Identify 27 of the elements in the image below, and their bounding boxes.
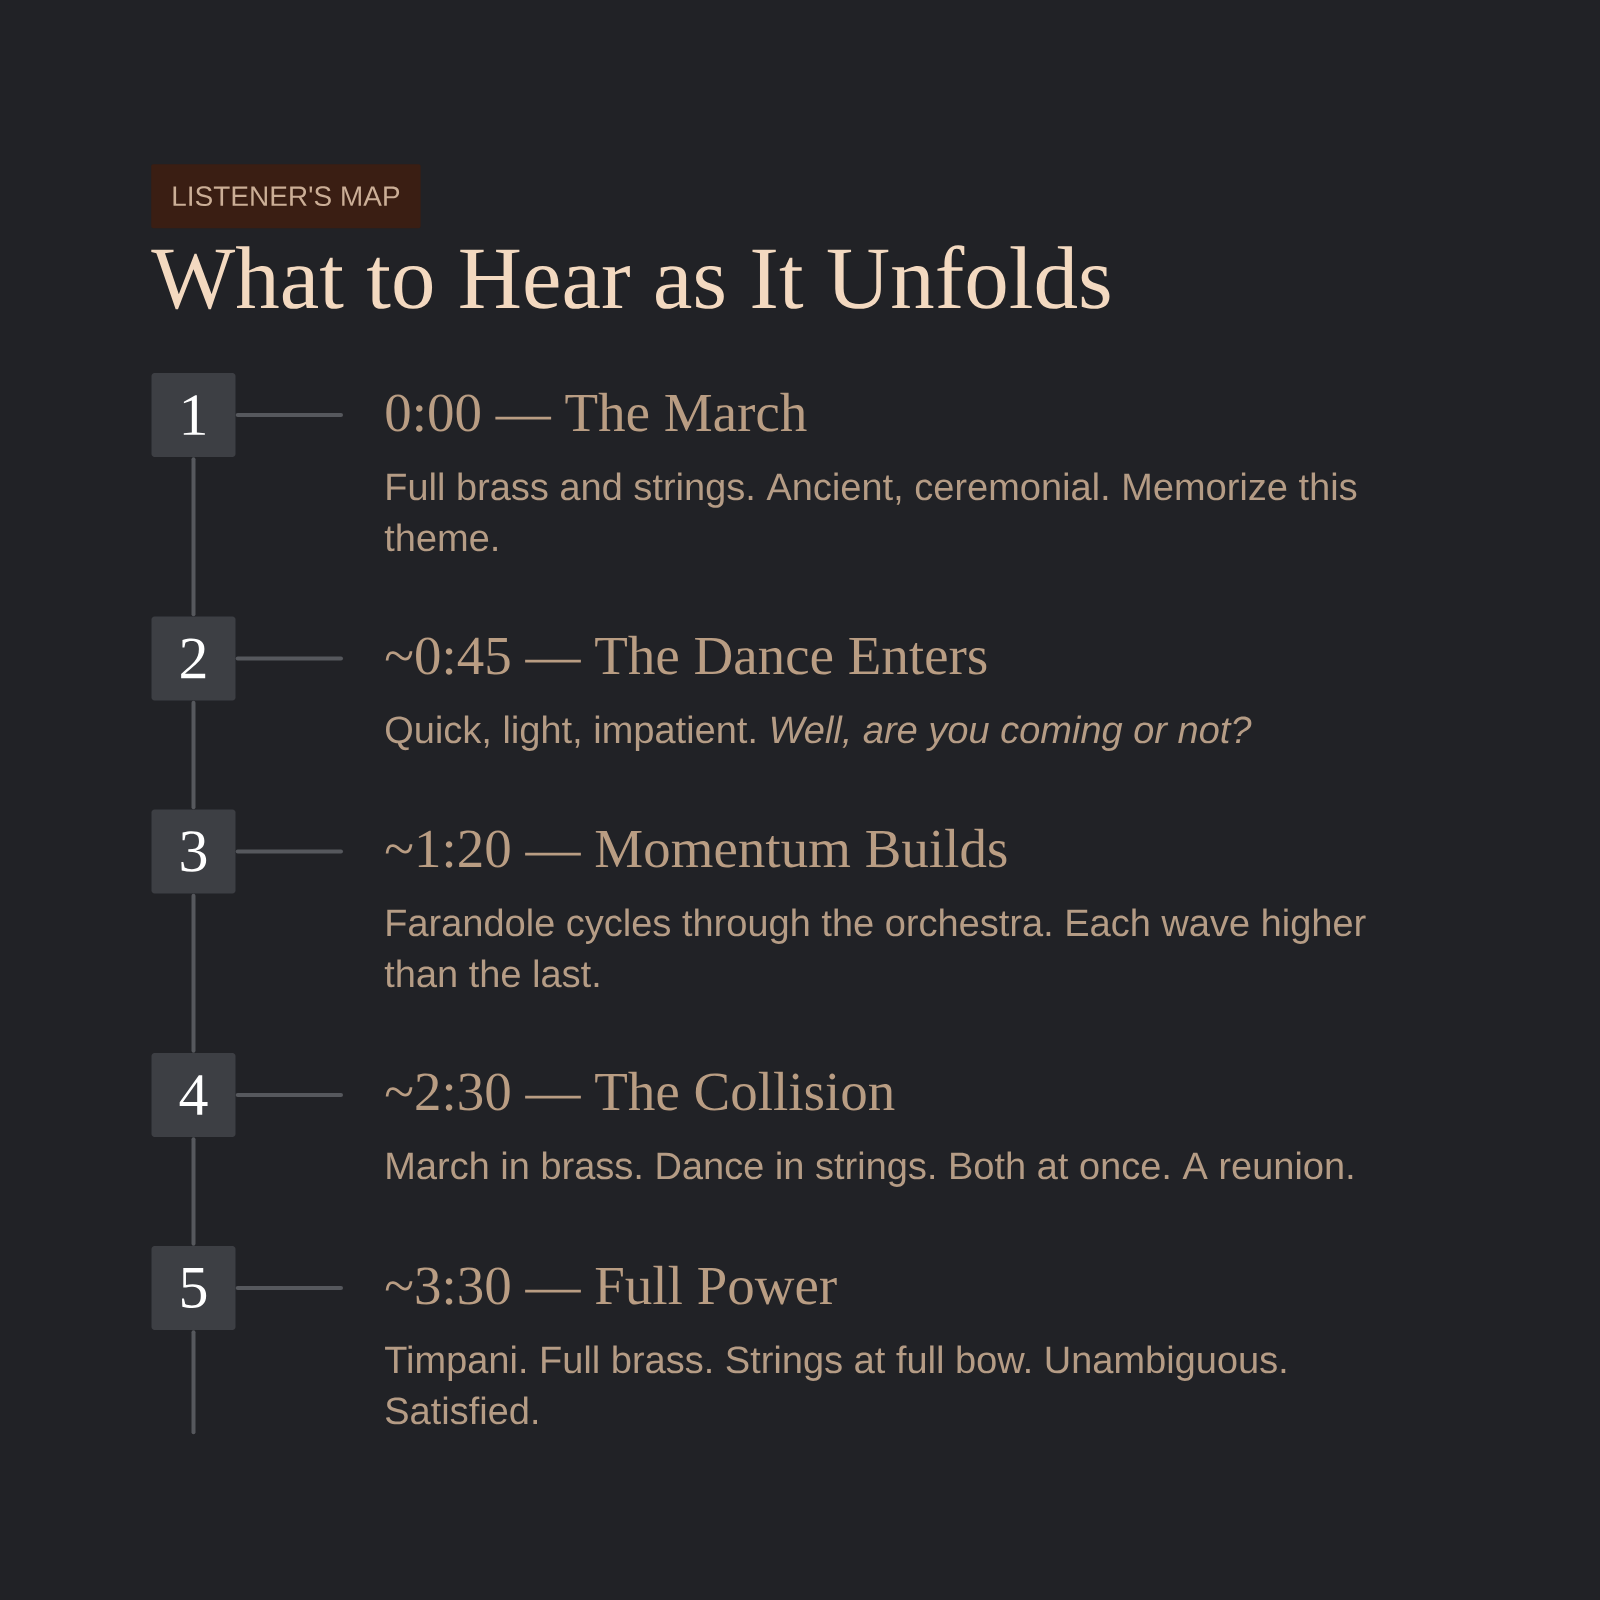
title: What to Hear as It Unfolds: [151, 245, 1110, 310]
number-box: 4: [151, 1053, 236, 1137]
connector-line: [191, 1330, 196, 1435]
connector-line: [235, 1093, 343, 1097]
connector-line: [235, 849, 343, 854]
number-box: 2: [151, 616, 236, 701]
timeline-heading: ~0:45 — The Dance Enters: [385, 635, 987, 675]
description-text: Quick, light, impatient. Well, are you coming or not?: [386, 715, 1252, 751]
timeline-heading: 0:00 — The March: [386, 392, 807, 432]
description-text: Farandole cycles through the orchestra. Each wave higher than the last.: [384, 908, 1366, 988]
description-text: March in brass. Dance in strings. Both at once. A reunion.: [387, 1151, 1353, 1187]
timeline-heading: ~1:20 — Momentum Builds: [385, 828, 1007, 868]
timeline-heading: ~3:30 — Full Power: [385, 1265, 837, 1305]
number-box: 3: [151, 809, 236, 894]
connector-line: [235, 1286, 343, 1290]
connector-line: [191, 457, 196, 617]
description-text: Full brass and strings. Ancient, ceremonial. Memorize this theme.: [384, 472, 1357, 552]
connector-line: [191, 700, 196, 810]
description-text: Timpani. Full brass. Strings at full bow. Unambiguous. Satisfied.: [385, 1345, 1286, 1425]
connector-line: [235, 656, 343, 661]
number-box: 1: [151, 373, 236, 457]
tag-label: LISTENER'S MAP: [151, 164, 421, 229]
number-box: 5: [151, 1246, 236, 1330]
connector-line: [235, 413, 343, 417]
connector-line: [191, 893, 196, 1053]
connector-line: [191, 1137, 196, 1246]
timeline-heading: ~2:30 — The Collision: [385, 1071, 895, 1111]
